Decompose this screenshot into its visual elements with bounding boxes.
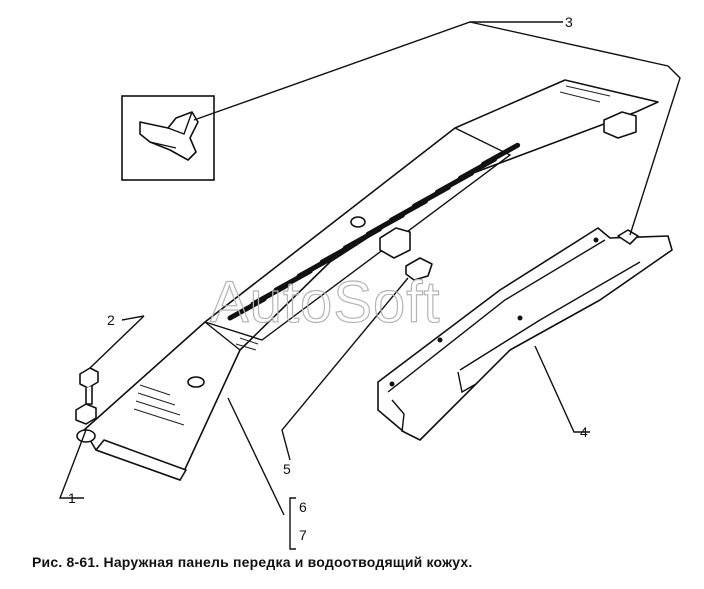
callout-7: 7 <box>299 527 307 543</box>
outer-front-panel <box>83 79 659 481</box>
callout-3: 3 <box>565 14 573 30</box>
callout-4: 4 <box>580 424 588 440</box>
detail-inset <box>121 95 215 181</box>
callout-2: 2 <box>107 312 115 328</box>
panel-louver-slots <box>227 142 521 321</box>
panel-shading <box>133 85 611 426</box>
watermark: AutoSoft <box>210 270 440 335</box>
callout-6: 6 <box>299 499 307 515</box>
drain-shroud <box>377 227 673 441</box>
louver-slot <box>480 142 521 167</box>
callout-5: 5 <box>283 461 291 477</box>
rubber-pad <box>405 257 433 281</box>
leader-lines <box>58 21 681 550</box>
callout-1: 1 <box>68 490 76 506</box>
screw-and-nut <box>75 367 99 443</box>
figure-caption: Рис. 8-61. Наружная панель передка и вод… <box>32 554 473 570</box>
